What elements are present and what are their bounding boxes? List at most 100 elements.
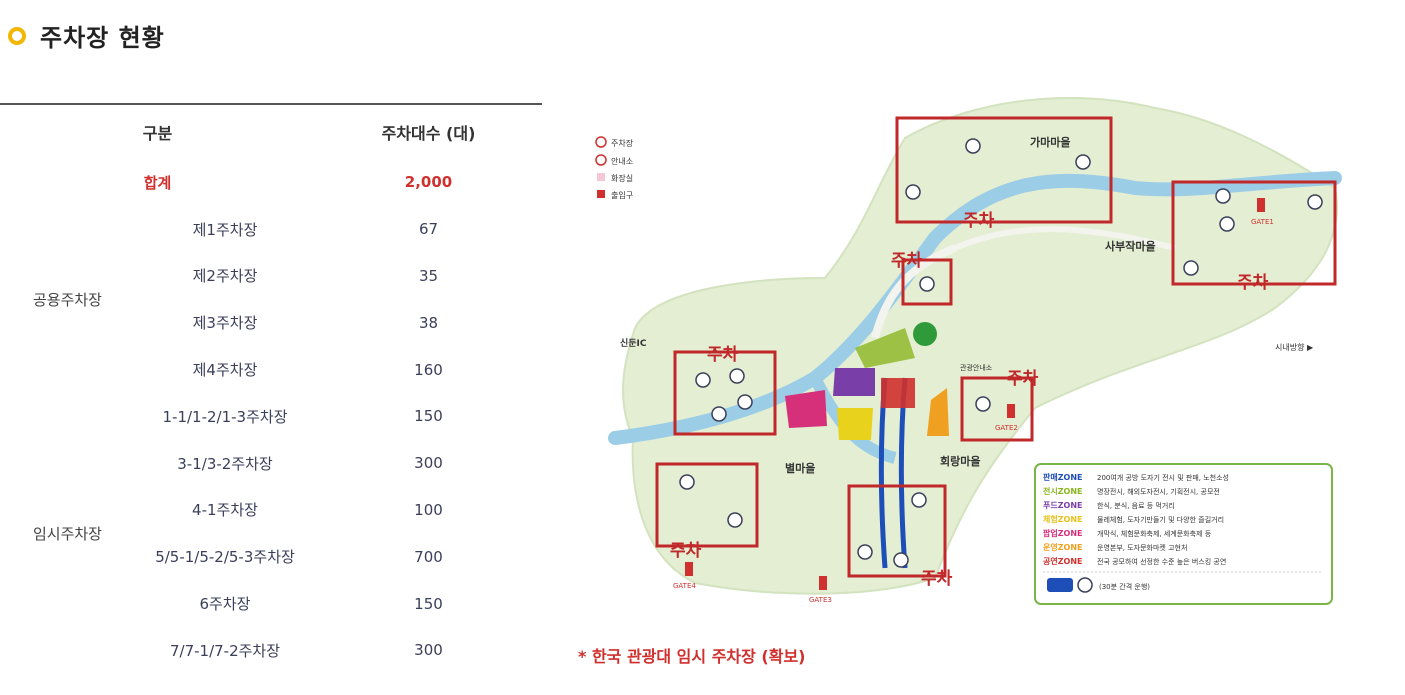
parking-box: 주차	[1171, 180, 1337, 293]
lot-name: 6주차장	[199, 595, 251, 614]
footnote: * 한국 관광대 임시 주차장 (확보)	[578, 647, 806, 666]
table-row: 공용주차장 제1주차장 67	[0, 206, 542, 309]
zone-area-operation	[927, 388, 949, 436]
table-row: 7/7-1/7-2주차장 300	[0, 627, 542, 674]
total-count: 2,000	[404, 173, 453, 192]
parking-icon	[905, 184, 921, 200]
lot-count: 300	[414, 454, 443, 473]
village-label: 사부작마을	[1105, 239, 1156, 253]
lot-name: 4-1주차장	[192, 501, 258, 520]
place-ic: 신둔IC	[620, 337, 647, 349]
zone-desc: 개막식, 체험문화축제, 세계문화축제 등	[1097, 529, 1212, 538]
zone-legend: 판매ZONE 200여개 공방 도자기 전시 및 판매, 노천소성 전시ZONE…	[1034, 463, 1333, 605]
place-info: 관광안내소	[960, 363, 993, 372]
parking-icon	[1307, 194, 1323, 210]
gate-label: GATE2	[995, 424, 1018, 432]
table-row: 임시주차장 1-1/1-2/1-3주차장 150	[0, 393, 542, 543]
legend-toilet: 화장실	[611, 173, 633, 183]
zone-name: 공연ZONE	[1043, 556, 1082, 566]
parking-icon	[965, 138, 981, 154]
parking-icon	[1183, 260, 1199, 276]
parking-icon	[1075, 154, 1091, 170]
shuttle-note: (30분 간격 운행)	[1099, 582, 1150, 591]
place-city: 시내방향 ▶	[1275, 342, 1314, 352]
lot-count: 150	[414, 407, 443, 426]
section-heading: 주차장 현황	[8, 18, 165, 53]
parking-box-label: 주차	[963, 211, 995, 231]
zone-area-experience	[837, 408, 873, 440]
map-river	[608, 171, 1342, 445]
parking-icon	[919, 276, 935, 292]
parking-box: 주차	[960, 369, 1039, 442]
zone-desc: 전국 공모하여 선정한 수준 높은 버스킹 공연	[1097, 557, 1226, 566]
parking-icon	[1077, 577, 1093, 593]
parking-box-label: 주차	[921, 569, 953, 589]
zone-desc: 운영본부, 도자문화마켓 고현처	[1097, 543, 1187, 552]
lot-count: 150	[414, 594, 443, 613]
total-row: 합계 2,000	[0, 159, 542, 206]
parking-icon	[695, 372, 711, 388]
gate-label: GATE1	[1251, 218, 1274, 226]
table-row: 6주차장 150	[0, 580, 542, 627]
lot-count: 700	[414, 547, 443, 566]
shuttle-bus-icon	[1047, 578, 1073, 592]
map-road	[953, 226, 1176, 251]
parking-box-label: 주차	[891, 251, 923, 271]
parking-box-label: 주차	[1237, 273, 1269, 293]
group-label-temporary: 임시주차장	[32, 524, 102, 543]
lot-name: 제3주차장	[192, 314, 258, 333]
zone-area-food	[833, 368, 875, 396]
village-label: 회랑마을	[940, 454, 980, 468]
lot-count: 67	[418, 220, 439, 239]
zone-area-performance	[881, 378, 915, 408]
parking-icon	[679, 474, 695, 490]
zone-name: 판매ZONE	[1043, 472, 1082, 482]
gate: GATE1	[1251, 198, 1274, 226]
legend-info: 안내소	[611, 156, 633, 166]
parking-box: 주차	[673, 345, 777, 436]
zone-desc: 200여개 공방 도자기 전시 및 판매, 노천소성	[1097, 473, 1229, 482]
zone-area-popup	[785, 390, 827, 428]
zone-name: 푸드ZONE	[1043, 501, 1082, 510]
parking-icon	[857, 544, 873, 560]
gate: GATE4	[673, 562, 696, 590]
parking-icons	[679, 138, 1323, 568]
lot-count: 160	[414, 360, 443, 379]
parking-box: 주차	[847, 484, 953, 589]
map-legend-top: 주차장 안내소 화장실 출입구	[595, 136, 634, 200]
festival-map: 주차장 안내소 화장실 출입구 가마마을 사부작마을 별마을 회랑마을 신둔IC…	[575, 78, 1375, 638]
parking-icon	[727, 512, 743, 528]
zone-name: 팝업ZONE	[1043, 528, 1082, 538]
header-category: 구분	[0, 103, 315, 159]
lot-count: 35	[418, 266, 439, 285]
zone-name: 운영ZONE	[1043, 542, 1082, 552]
zone-desc: 물레체험, 도자기만들기 및 다양한 즐길거리	[1097, 515, 1224, 524]
table-row: 제4주차장 160	[0, 346, 542, 393]
legend-entrance: 출입구	[611, 190, 633, 200]
parking-box: 주차	[891, 251, 953, 306]
lot-name: 5/5-1/5-2/5-3주차장	[155, 548, 295, 567]
group-label-public: 공용주차장	[32, 290, 102, 309]
lot-count: 300	[414, 641, 443, 660]
parking-table: 구분 주차대수 (대) 합계 2,000 공용주차장 제1주차장 67 제2주차…	[0, 103, 542, 674]
parking-box-label: 주차	[1007, 369, 1039, 389]
table-row: 5/5-1/5-2/5-3주차장 700	[0, 533, 542, 580]
zone-name: 전시ZONE	[1043, 486, 1082, 496]
lot-count: 38	[418, 313, 439, 332]
gate-label: GATE4	[673, 582, 696, 590]
parking-icon	[729, 368, 745, 384]
lot-name: 3-1/3-2주차장	[177, 454, 273, 473]
parking-box-label: 주차	[707, 345, 739, 365]
map-road	[871, 244, 957, 339]
map-svg: 주차장 안내소 화장실 출입구 가마마을 사부작마을 별마을 회랑마을 신둔IC…	[595, 97, 1342, 605]
lot-name: 1-1/1-2/1-3주차장	[162, 407, 288, 426]
table-header-row: 구분 주차대수 (대)	[0, 103, 542, 159]
parking-icon	[1215, 188, 1231, 204]
lot-name: 제4주차장	[192, 361, 258, 380]
zone-desc: 한식, 분식, 음료 등 먹거리	[1097, 501, 1175, 510]
village-label: 가마마을	[1030, 135, 1070, 149]
bullet-circle-icon	[8, 26, 26, 45]
lot-name: 제2주차장	[192, 267, 258, 286]
zone-desc: 명장전시, 해외도자전시, 기획전시, 공모전	[1097, 487, 1220, 496]
village-label: 별마을	[785, 461, 815, 475]
